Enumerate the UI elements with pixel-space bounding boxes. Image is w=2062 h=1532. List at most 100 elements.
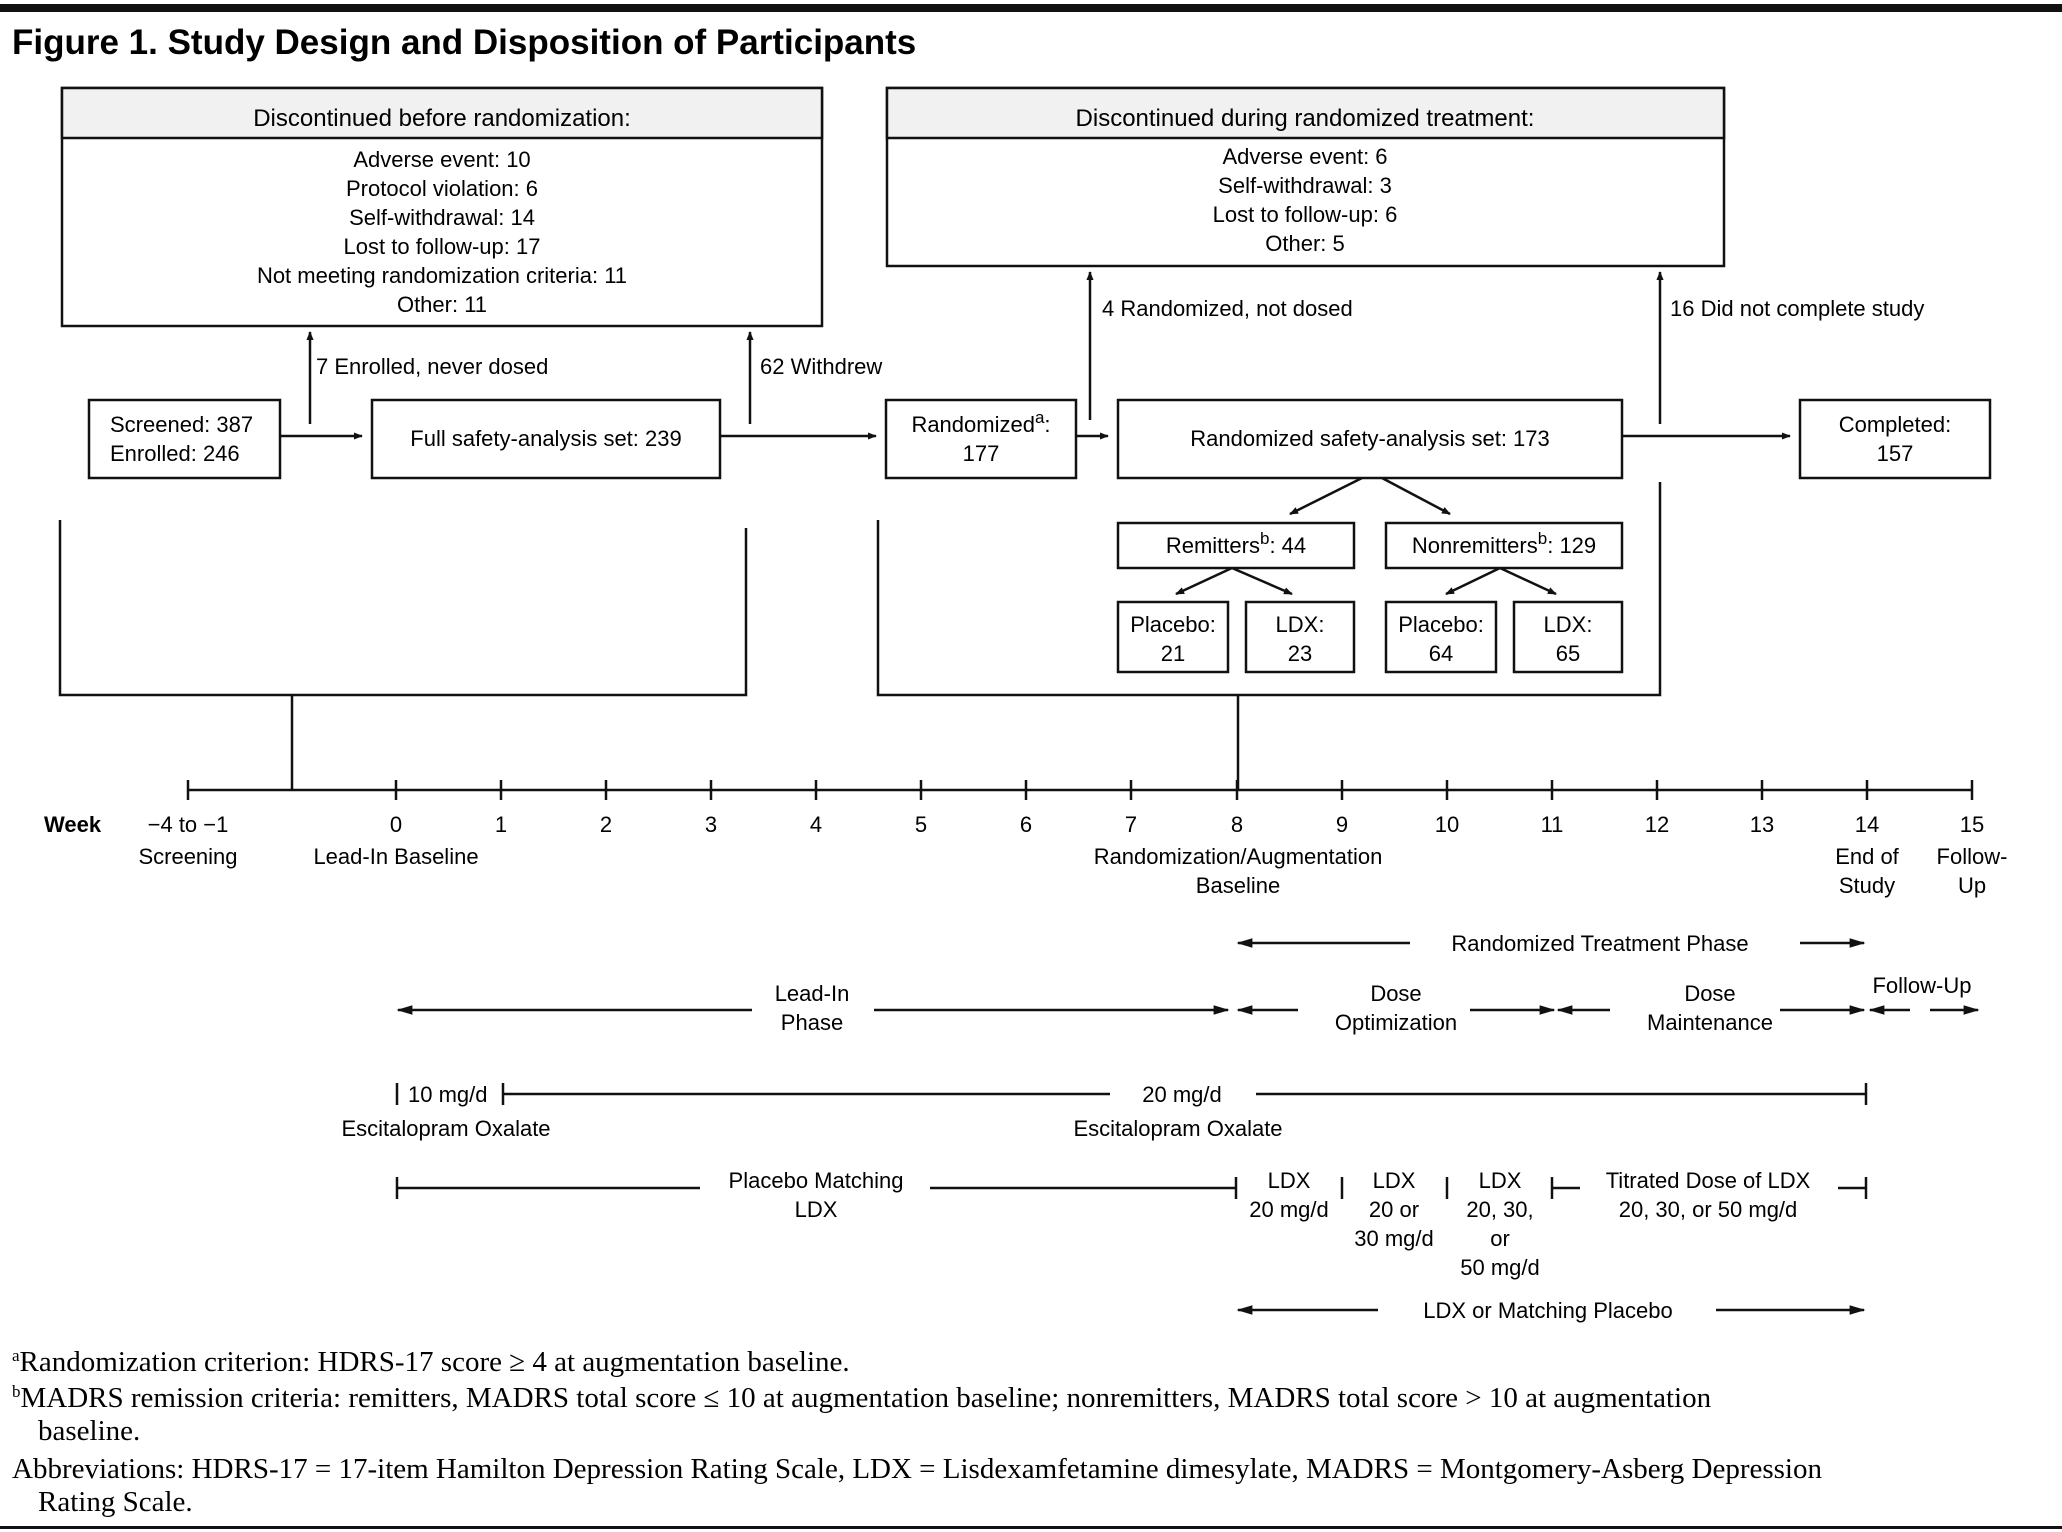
rand-safety-label: Randomized safety-analysis set: 173 — [1190, 426, 1550, 451]
screening-label: Screening — [138, 844, 237, 869]
ldx-dose-label: 20 mg/d — [1249, 1197, 1329, 1222]
ldx-or-placebo-label: LDX or Matching Placebo — [1423, 1298, 1672, 1323]
enrolled-count: Enrolled: 246 — [110, 441, 240, 466]
randomized-not-dosed-label: 4 Randomized, not dosed — [1102, 296, 1353, 321]
discontinued-during-randomized-box: Discontinued during randomized treatment… — [885, 86, 1726, 268]
box-line: Other: 11 — [397, 292, 487, 317]
box-line: Protocol violation: 6 — [346, 176, 538, 201]
box-line: Adverse event: 6 — [1222, 144, 1387, 169]
footnote-b-cont: baseline. — [38, 1415, 140, 1447]
week-tick-label: 2 — [600, 812, 612, 837]
flow-arrows — [280, 432, 1791, 596]
escitalopram-dosing-lines — [395, 1083, 1868, 1105]
week-tick-label: 12 — [1645, 812, 1669, 837]
arm-count: 65 — [1556, 641, 1580, 666]
arm-label: LDX: — [1276, 612, 1325, 637]
escitalopram-10mg-label: 10 mg/d — [408, 1082, 488, 1107]
nonremitters-placebo-box: Placebo: 64 — [1384, 600, 1498, 674]
randomized-treatment-phase-label: Randomized Treatment Phase — [1451, 931, 1748, 956]
end-of-study-label: Study — [1839, 873, 1895, 898]
ldx-dose-label: 20, 30, — [1466, 1197, 1533, 1222]
enrolled-never-dosed-label: 7 Enrolled, never dosed — [316, 354, 548, 379]
discontinued-before-randomization-box: Discontinued before randomization: Adver… — [60, 86, 824, 328]
completed-count: 157 — [1877, 441, 1914, 466]
nonremitters-ldx-box: LDX: 65 — [1512, 600, 1624, 674]
footnotes: aRandomization criterion: HDRS-17 score … — [12, 1346, 1822, 1518]
escitalopram-20mg-label: 20 mg/d — [1142, 1082, 1222, 1107]
box-line: Lost to follow-up: 6 — [1213, 202, 1398, 227]
arm-count: 21 — [1161, 641, 1185, 666]
lead-in-phase-label: Lead-In — [775, 981, 850, 1006]
abbreviations-cont: Rating Scale. — [38, 1486, 193, 1518]
week-timeline: Week −4 to −1 0 1 2 3 4 5 6 7 8 9 10 11 … — [44, 780, 2007, 898]
lead-in-baseline-label: Lead-In Baseline — [313, 844, 478, 869]
footnote-b: bMADRS remission criteria: remitters, MA… — [12, 1382, 1712, 1414]
remitters-label: Remittersb: 44 — [1166, 529, 1306, 558]
dose-maintenance-label: Maintenance — [1647, 1010, 1773, 1035]
ldx-dose-label: or — [1490, 1226, 1510, 1251]
arm-label: Placebo: — [1398, 612, 1484, 637]
lead-in-phase-label: Phase — [781, 1010, 843, 1035]
week-tick-label: 10 — [1435, 812, 1459, 837]
follow-up-phase-label: Follow-Up — [1872, 973, 1971, 998]
dose-optimization-label: Dose — [1370, 981, 1421, 1006]
ldx-dose-label: LDX — [1479, 1168, 1522, 1193]
randomized-box: Randomizeda: 177 — [884, 398, 1078, 480]
arm-count: 23 — [1288, 641, 1312, 666]
footnote-a: aRandomization criterion: HDRS-17 score … — [12, 1346, 850, 1378]
box-line: Adverse event: 10 — [353, 147, 530, 172]
box-line: Other: 5 — [1265, 231, 1344, 256]
placebo-matching-label: Placebo Matching — [729, 1168, 904, 1193]
week-tick-label: 4 — [810, 812, 822, 837]
ldx-dosing-lines — [395, 1177, 1868, 1199]
screened-enrolled-box: Screened: 387 Enrolled: 246 — [87, 398, 282, 480]
randomization-baseline-label: Baseline — [1196, 873, 1280, 898]
randomized-safety-analysis-box: Randomized safety-analysis set: 173 — [1116, 398, 1624, 480]
randomized-count: 177 — [963, 441, 1000, 466]
dose-maintenance-label: Dose — [1684, 981, 1735, 1006]
nonremitters-box: Nonremittersb: 129 — [1384, 521, 1624, 570]
randomized-label: Randomizeda: — [911, 408, 1050, 437]
placebo-matching-label: LDX — [795, 1197, 838, 1222]
week-tick-label: 3 — [705, 812, 717, 837]
remitters-box: Remittersb: 44 — [1116, 521, 1356, 570]
completed-label: Completed: — [1839, 412, 1952, 437]
arm-count: 64 — [1429, 641, 1453, 666]
dropout-arrows — [306, 271, 1664, 424]
week-tick-label: 11 — [1541, 812, 1564, 837]
week-tick-label: −4 to −1 — [148, 812, 229, 837]
follow-up-label: Up — [1958, 873, 1986, 898]
remitters-ldx-box: LDX: 23 — [1244, 600, 1356, 674]
box-header: Discontinued during randomized treatment… — [1076, 105, 1535, 132]
week-tick-label: 0 — [390, 812, 402, 837]
full-safety-label: Full safety-analysis set: 239 — [410, 426, 681, 451]
box-line: Self-withdrawal: 3 — [1218, 173, 1392, 198]
box-header: Discontinued before randomization: — [253, 105, 631, 132]
end-of-study-label: End of — [1835, 844, 1899, 869]
titrated-dose-label: Titrated Dose of LDX — [1606, 1168, 1811, 1193]
week-tick-label: 7 — [1125, 812, 1137, 837]
week-tick-label: 6 — [1020, 812, 1032, 837]
randomization-baseline-label: Randomization/Augmentation — [1094, 844, 1383, 869]
box-line: Self-withdrawal: 14 — [349, 205, 535, 230]
remitters-placebo-box: Placebo: 21 — [1116, 600, 1230, 674]
screened-count: Screened: 387 — [110, 412, 253, 437]
ldx-dose-label: LDX — [1268, 1168, 1311, 1193]
escitalopram-label: Escitalopram Oxalate — [341, 1116, 550, 1141]
escitalopram-label: Escitalopram Oxalate — [1073, 1116, 1282, 1141]
box-line: Lost to follow-up: 17 — [344, 234, 541, 259]
ldx-dose-label: LDX — [1373, 1168, 1416, 1193]
dose-optimization-label: Optimization — [1335, 1010, 1457, 1035]
box-line: Not meeting randomization criteria: 11 — [257, 263, 627, 288]
week-tick-label: 15 — [1960, 812, 1984, 837]
completed-box: Completed: 157 — [1798, 398, 1992, 480]
full-safety-analysis-box: Full safety-analysis set: 239 — [370, 398, 722, 480]
week-tick-label: 1 — [495, 812, 507, 837]
withdrew-label: 62 Withdrew — [760, 354, 882, 379]
bottom-rule — [0, 1526, 2062, 1529]
week-label: Week — [44, 812, 102, 837]
did-not-complete-label: 16 Did not complete study — [1670, 296, 1924, 321]
arm-label: Placebo: — [1130, 612, 1216, 637]
week-tick-label: 8 — [1231, 812, 1243, 837]
